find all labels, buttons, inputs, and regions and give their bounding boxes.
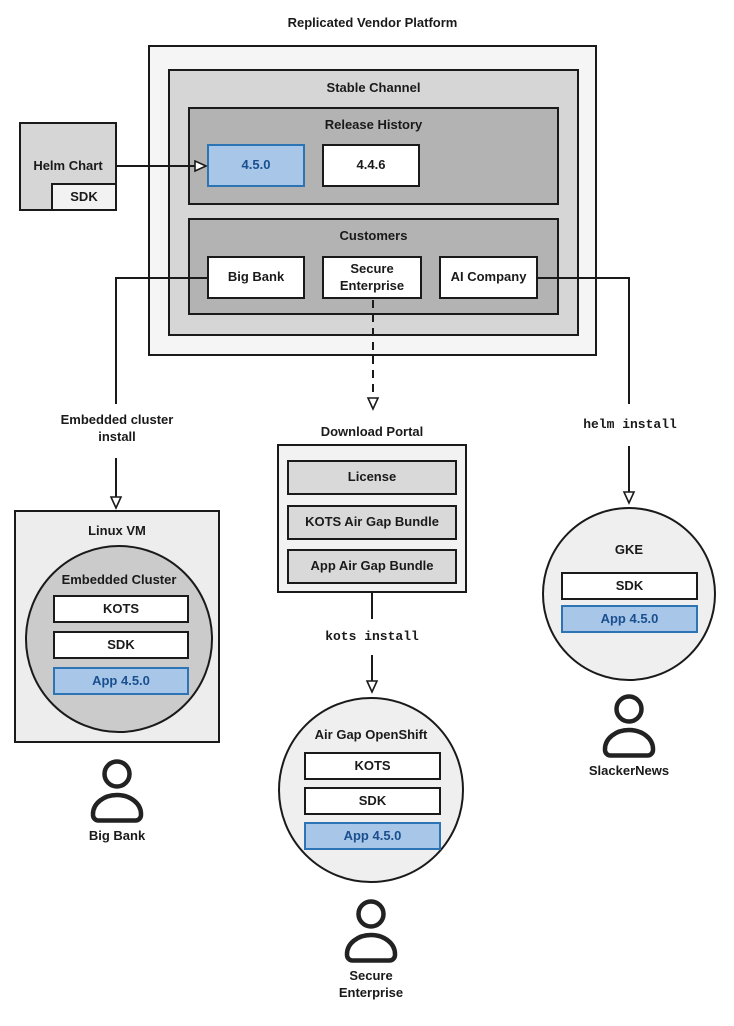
airgap-openshift-circle: Air Gap OpenShift KOTS SDK App 4.5.0	[278, 697, 464, 883]
kots-install-label: kots install	[325, 629, 419, 644]
embedded-cluster-install-label: Embedded cluster install	[60, 412, 174, 444]
download-portal-box: License KOTS Air Gap Bundle App Air Gap …	[277, 444, 467, 593]
slackernews-person-icon	[605, 697, 653, 756]
linux-vm-app-box: App 4.5.0	[53, 667, 189, 695]
user-slackernews-label: SlackerNews	[588, 763, 670, 778]
linux-vm-kots-box: KOTS	[53, 595, 189, 623]
linux-vm-sdk-box: SDK	[53, 631, 189, 659]
release-history-label: Release History	[324, 117, 423, 132]
helm-install-label: helm install	[583, 417, 677, 432]
helm-chart-box: Helm Chart SDK	[19, 122, 117, 211]
openshift-sdk-box: SDK	[304, 787, 441, 815]
embedded-cluster-circle: Embedded Cluster KOTS SDK App 4.5.0	[25, 545, 213, 733]
embedded-cluster-label: Embedded Cluster	[61, 572, 177, 587]
openshift-kots-box: KOTS	[304, 752, 441, 780]
customer-ai-company: AI Company	[439, 256, 538, 299]
big-bank-person-icon	[93, 762, 141, 821]
user-secure-enterprise-label: Secure Enterprise	[338, 968, 404, 1000]
secure-enterprise-person-icon	[347, 902, 395, 961]
stable-channel-label: Stable Channel	[326, 80, 421, 95]
diagram-title: Replicated Vendor Platform	[287, 15, 458, 30]
linux-vm-box: Linux VM Embedded Cluster KOTS SDK App 4…	[14, 510, 220, 743]
app-airgap-bundle-box: App Air Gap Bundle	[287, 549, 457, 584]
download-portal-label: Download Portal	[320, 424, 424, 439]
openshift-app-box: App 4.5.0	[304, 822, 441, 850]
kots-airgap-bundle-box: KOTS Air Gap Bundle	[287, 505, 457, 540]
gke-circle: GKE SDK App 4.5.0	[542, 507, 716, 681]
license-box: License	[287, 460, 457, 495]
linux-vm-label: Linux VM	[88, 523, 146, 538]
release-4-5-0: 4.5.0	[207, 144, 305, 187]
gke-label: GKE	[614, 542, 644, 557]
customer-secure-enterprise: Secure Enterprise	[322, 256, 422, 299]
customers-label: Customers	[339, 228, 408, 243]
helm-chart-sdk-box: SDK	[51, 183, 117, 211]
gke-app-box: App 4.5.0	[561, 605, 698, 633]
helm-chart-label: Helm Chart	[33, 158, 103, 174]
customer-big-bank: Big Bank	[207, 256, 305, 299]
user-big-bank-label: Big Bank	[88, 828, 146, 843]
gke-sdk-box: SDK	[561, 572, 698, 600]
airgap-openshift-label: Air Gap OpenShift	[314, 727, 428, 742]
release-4-4-6: 4.4.6	[322, 144, 420, 187]
